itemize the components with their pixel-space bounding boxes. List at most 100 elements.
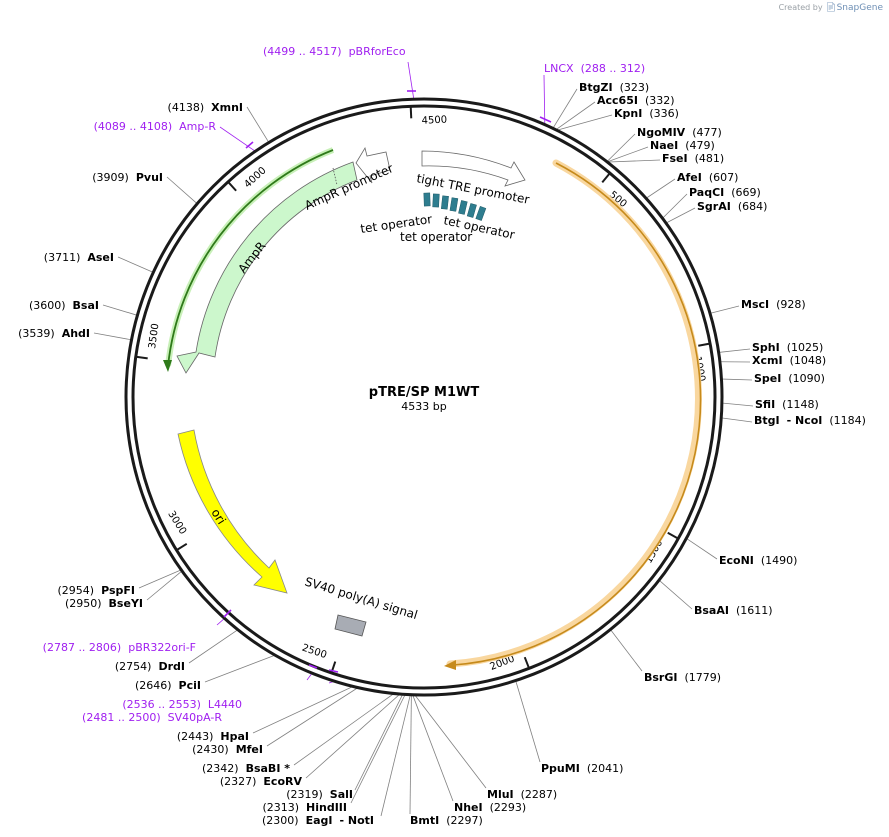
leader-line [293,694,393,766]
tick-mark [601,173,611,184]
hindiii-pos: (2313) [262,801,299,814]
snapgene-credit: Created by 📄︎SnapGene [779,3,883,13]
acc65i-pos: (332) [645,94,675,107]
lncx-name: LNCX [544,62,574,75]
site-label-paqci: PaqCI(669) [689,186,761,199]
bseyi-pos: (2950) [65,597,102,610]
sfii-name: SfiI [755,398,775,411]
hpai-name: HpaI [220,730,249,743]
leader-line [102,304,137,316]
mlui-pos: (2287) [521,788,558,801]
plasmid-name: pTRE/SP M1WT [369,385,480,400]
label-sv40-polya: SV40 poly(A) signal [303,574,419,622]
btgzi-name: BtgZI [579,81,613,94]
site-label-kpni: KpnI(336) [614,107,679,120]
site-label-mfei: (2430)MfeI [192,743,263,756]
site-label-bsabi: (2342)BsaBI * [202,762,290,775]
site-label-naei: NaeI(479) [650,139,715,152]
bsrgi-name: BsrGI [644,671,677,684]
feature-sv40-polya [334,614,367,637]
site-label-acc65i: Acc65I (332) [597,94,675,107]
l4440-name: L4440 [208,698,242,711]
kpni-name: KpnI [614,107,642,120]
leader-line [607,133,636,162]
ecorv-name: EcoRV [263,775,302,788]
ppumi-name: PpuMI [541,762,580,775]
ngomiv-name: NgoMIV [637,126,686,139]
primer-label-pbrforeco: (4499 .. 4517)pBRforEco [263,45,406,58]
sgrai-name: SgrAI [697,200,731,213]
site-label-pvui: (3909)PvuI [92,171,163,184]
bseyi-name: BseYI [109,597,143,610]
leader-line [166,176,197,204]
tet-operator-box [466,203,477,218]
leader-line [306,673,312,681]
tet-operator-box [475,206,487,221]
sali-pos: (2319) [286,788,323,801]
l4440-range: (2536 .. 2553) [122,698,201,711]
sv40pa-range: (2481 .. 2500) [82,711,161,724]
leader-line [646,178,676,199]
leader-line [415,695,487,789]
leader-line [93,332,131,341]
eagi-name: EagI [306,814,333,827]
feature-ampr-arrow [176,161,358,374]
credit-brand: SnapGene [836,3,883,13]
pbr322ori-name: pBR322ori-F [128,641,196,654]
plasmid-size: 4533 bp [401,400,446,413]
tick-label: 3500 [147,323,161,350]
eagi-pos: (2300) [262,814,299,827]
backbone-outer [124,97,724,697]
leader-line [556,101,596,130]
leader-line [608,159,661,163]
site-label-nhei: NheI(2293) [454,801,526,814]
site-label-mlui: MluI (2287) [487,788,557,801]
site-label-hindiii: (2313)HindIII [262,801,347,814]
tick-mark [136,355,148,360]
snapgene-logo: 📄︎ [825,3,837,13]
tick-label: 2500 [300,643,328,662]
tick-label: 3000 [165,509,188,536]
credit-prefix: Created by [778,3,823,12]
site-label-ecorv: (2327)EcoRV [220,775,303,788]
leader-lines [93,61,754,817]
site-label-asei: (3711)AseI [44,251,114,264]
primer-label-sv40pa: (2481 .. 2500)SV40pA-R [82,711,222,724]
site-label-btgi: BtgI- NcoI(1184) [754,414,866,427]
tick-mark [409,107,413,119]
fsei-pos: (481) [695,152,725,165]
bsabi-pos: (2342) [202,762,239,775]
primer-label-lncx: LNCX(288 .. 312) [544,62,645,75]
leader-line [117,256,153,273]
econi-name: EcoNI [719,554,754,567]
drdi-pos: (2754) [115,660,152,673]
msci-name: MscI [741,298,769,311]
leader-line [146,571,182,601]
afei-name: AfeI [677,171,702,184]
feature-insert-arc [444,159,702,670]
asei-pos: (3711) [44,251,81,264]
site-label-ahdi: (3539)AhdI [18,327,90,340]
sali-name: SalI [330,788,353,801]
spei-name: SpeI [754,372,781,385]
leader-line [305,694,400,779]
xcmi-pos: (1048) [790,354,827,367]
sphi-name: SphI [752,341,780,354]
xmni-name: XmnI [211,101,243,114]
bsaai-pos: (1611) [736,604,773,617]
site-label-bsaai: BsaAI(1611) [694,604,773,617]
site-label-sgrai: SgrAI(684) [697,200,767,213]
acc65i-name: Acc65I [597,94,638,107]
xcmi-name: XcmI [752,354,783,367]
ampr-name: Amp-R [179,120,216,133]
tet-operator-box [423,192,431,207]
mlui-name: MluI [487,788,514,801]
leader-line [204,655,275,683]
site-label-fsei: FseI(481) [662,152,724,165]
pbr322ori-range: (2787 .. 2806) [43,641,122,654]
site-label-sfii: SfiI (1148) [755,398,819,411]
sfii-pos: (1148) [782,398,819,411]
sphi-pos: (1025) [787,341,824,354]
msci-pos: (928) [776,298,806,311]
drdi-name: DrdI [158,660,185,673]
